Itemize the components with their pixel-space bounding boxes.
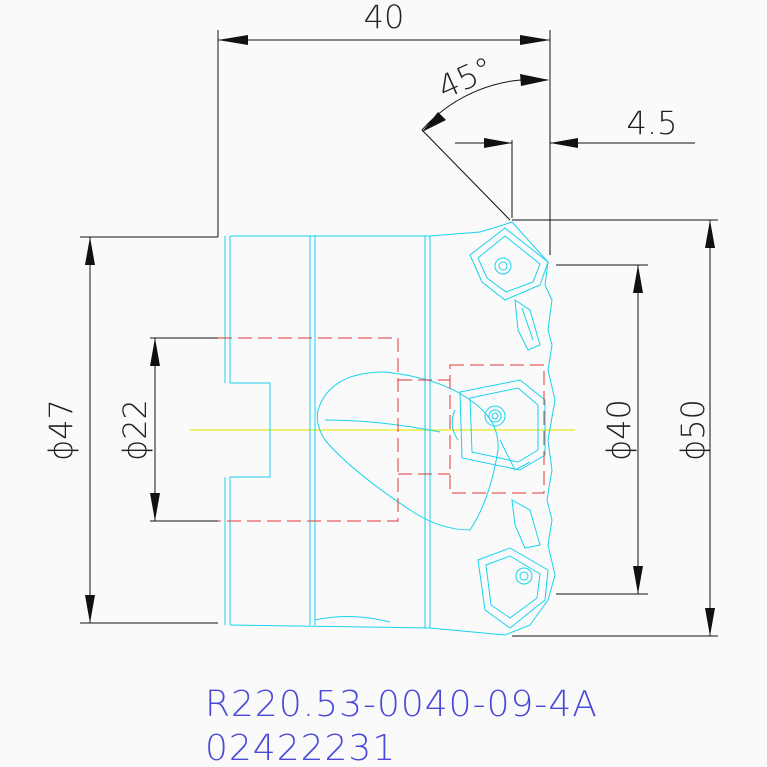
dimension-40-label: 40	[364, 0, 405, 36]
dimension-45-angle: 45°	[421, 49, 549, 221]
dimension-diameter-47-label: ϕ47	[42, 399, 80, 461]
dimension-diameter-22: ϕ22	[116, 337, 218, 522]
dimension-diameter-50: ϕ50	[512, 219, 718, 637]
dimension-45-label: 45°	[432, 49, 499, 107]
hidden-bore-lines	[218, 337, 545, 522]
dimension-40: 40	[80, 0, 551, 255]
dimension-diameter-47: ϕ47	[42, 237, 218, 624]
milling-cutter-body	[224, 221, 556, 636]
dimension-4-5: 4.5	[455, 104, 695, 218]
dimension-diameter-40: ϕ40	[556, 264, 648, 595]
dimension-diameter-22-label: ϕ22	[116, 399, 154, 461]
part-number: 02422231	[205, 728, 396, 767]
dimension-4-5-label: 4.5	[627, 104, 678, 142]
part-code: R220.53-0040-09-4A	[205, 684, 598, 725]
dimension-diameter-50-label: ϕ50	[674, 399, 712, 461]
dimension-diameter-40-label: ϕ40	[600, 399, 638, 461]
